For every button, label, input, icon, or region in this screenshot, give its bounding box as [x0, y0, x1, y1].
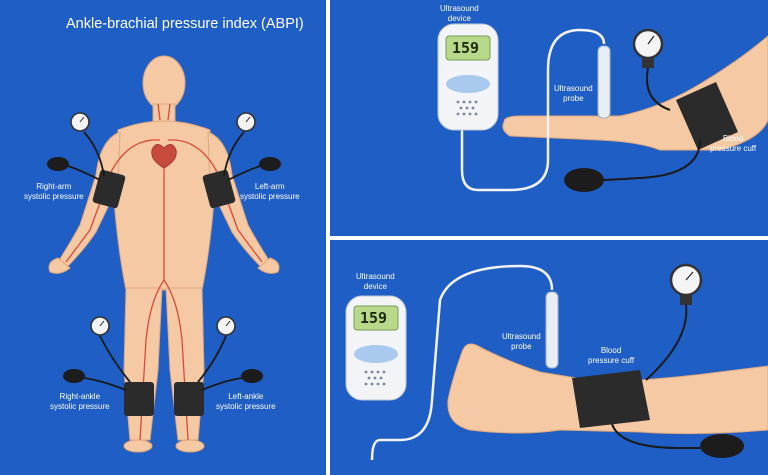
label-left-arm: Left-arm systolic pressure	[240, 182, 300, 201]
body-hand-left	[257, 257, 280, 274]
tube-left-arm	[223, 131, 245, 177]
leg-probe-cable	[370, 264, 554, 461]
arm-device-label: Ultrasound device	[440, 4, 479, 23]
bulb-left-arm	[259, 157, 281, 171]
leg-cuff-label: Blood pressure cuff	[588, 346, 635, 365]
leg-device-label: Ultrasound device	[356, 272, 395, 291]
leg-cuff	[572, 370, 650, 428]
artery-leg-left	[163, 279, 189, 441]
leg-probe	[545, 291, 559, 369]
cuff-right-ankle	[124, 382, 154, 416]
artery-arm-right	[65, 139, 161, 263]
body-hand-right	[48, 257, 71, 274]
tube-right-ankle	[99, 335, 131, 383]
label-right-ankle: Right-ankle systolic pressure	[50, 392, 110, 411]
tube-left-ankle	[197, 335, 227, 383]
arm-ultrasound-device	[437, 23, 499, 131]
cuff-left-ankle	[174, 382, 204, 416]
body-foot-right	[123, 439, 153, 453]
arm-gauge	[632, 28, 664, 68]
artery-neck	[157, 103, 171, 121]
body-arm-right	[57, 131, 121, 269]
tube-right-ankle-bulb	[83, 377, 127, 391]
horizontal-divider	[330, 236, 768, 240]
leg-bulb-tube	[611, 423, 700, 449]
artery-arm-left	[167, 139, 263, 263]
leg-device-reading: 159	[360, 309, 388, 327]
label-right-arm: Right-arm systolic pressure	[24, 182, 84, 201]
leg-probe-label: Ultrasound probe	[502, 332, 541, 351]
arm-probe	[597, 45, 611, 119]
leg-gauge	[669, 263, 703, 305]
body-illustration	[47, 55, 281, 453]
body-foot-left	[175, 439, 205, 453]
leg-gauge-tube	[645, 304, 688, 381]
arm-probe-label: Ultrasound probe	[554, 84, 593, 103]
gauge-right-arm	[70, 112, 90, 132]
arm-device-reading: 159	[452, 39, 480, 57]
label-left-ankle: Left-ankle systolic pressure	[216, 392, 276, 411]
tube-left-ankle-bulb	[201, 377, 243, 391]
arm-gauge-tube	[646, 67, 671, 111]
cuff-left-arm	[202, 169, 236, 209]
arm-bulb	[564, 168, 604, 192]
gauge-right-ankle	[90, 316, 110, 336]
tube-right-arm-bulb	[67, 165, 101, 181]
tube-left-arm-bulb	[227, 165, 261, 181]
gauge-left-ankle	[216, 316, 236, 336]
cuff-right-arm	[92, 169, 126, 209]
page-title: Ankle-brachial pressure index (ABPI)	[66, 16, 304, 32]
artery-leg-right	[139, 279, 165, 441]
bulb-left-ankle	[241, 369, 263, 383]
arm-probe-cable	[460, 28, 606, 192]
arm-bulb-tube	[599, 139, 701, 181]
bulb-right-arm	[47, 157, 69, 171]
arm-cuff	[676, 82, 738, 150]
bulb-right-ankle	[63, 369, 85, 383]
arm-cuff-label: Blood pressure cuff	[710, 134, 757, 153]
gauge-left-arm	[236, 112, 256, 132]
heart-icon	[151, 144, 177, 169]
tube-right-arm	[83, 131, 105, 177]
body-arm-left	[207, 131, 271, 269]
leg-bulb	[700, 434, 744, 458]
vertical-divider	[326, 0, 330, 475]
leg-ultrasound-device	[345, 295, 407, 401]
